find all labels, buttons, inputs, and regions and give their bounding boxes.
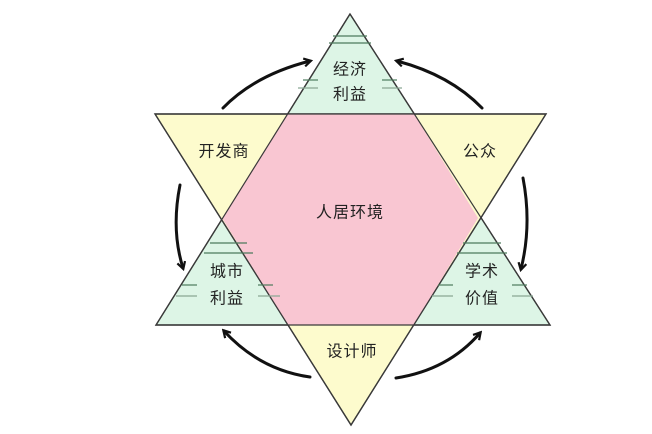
center-label: 人居环境	[316, 203, 384, 222]
stripes-academic	[432, 242, 533, 297]
urban-label-line1: 城市	[210, 262, 244, 281]
academic-label-line2: 价值	[465, 289, 499, 308]
public-label: 公众	[463, 142, 497, 161]
arrow-designer-to-academic	[394, 333, 480, 380]
stripes-urban	[176, 242, 280, 297]
arrow-developer-to-economic	[221, 61, 310, 110]
arrow-designer-to-urban	[224, 331, 312, 379]
arrow-public-to-academic	[521, 176, 529, 269]
arrow-public-to-economic	[397, 61, 484, 110]
stripes-economic	[298, 35, 402, 89]
urban-label-line2: 利益	[210, 289, 244, 308]
arrow-developer-to-urban	[174, 183, 183, 268]
developer-label: 开发商	[198, 142, 249, 161]
economic-label-line1: 经济	[333, 60, 367, 79]
academic-label-line1: 学术	[465, 262, 499, 281]
economic-label-line2: 利益	[333, 85, 367, 104]
center-hexagon	[222, 114, 478, 325]
designer-label: 设计师	[326, 342, 377, 361]
